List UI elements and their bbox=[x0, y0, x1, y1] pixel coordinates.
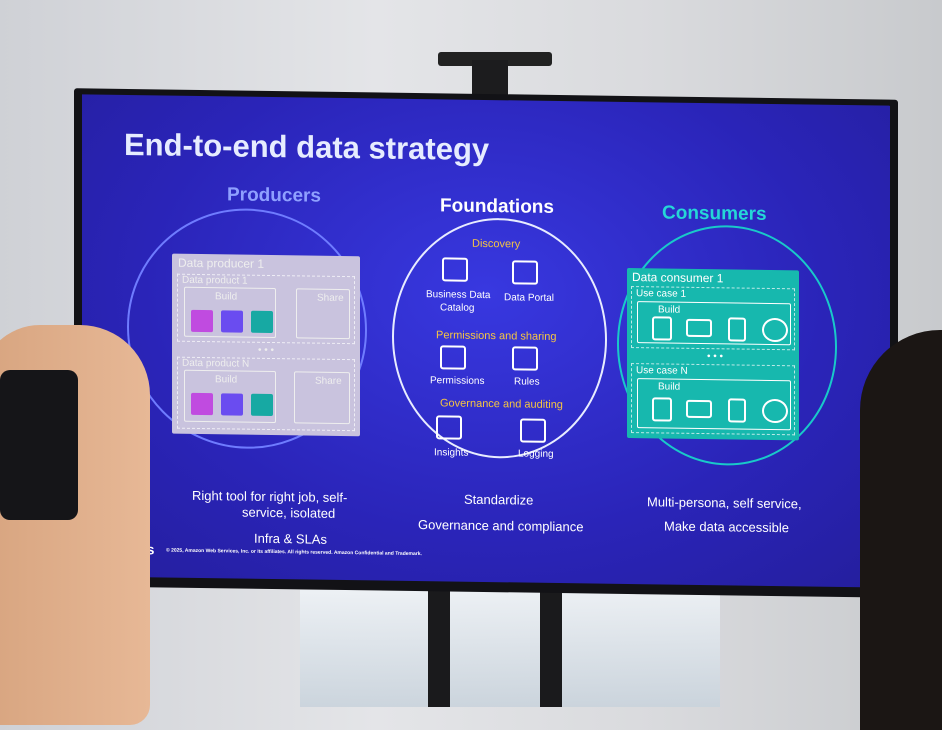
database-icon bbox=[191, 309, 213, 333]
share-label: Share bbox=[317, 292, 344, 305]
data-product-label: Data product 1 bbox=[182, 274, 248, 287]
logging-icon bbox=[520, 418, 546, 443]
notebook-icon bbox=[652, 316, 672, 341]
build-panel: Build bbox=[184, 286, 276, 339]
document-icon bbox=[728, 317, 746, 342]
ellipsis: • • • bbox=[707, 351, 724, 363]
build-label: Build bbox=[658, 304, 681, 316]
brain-icon bbox=[762, 398, 788, 424]
consumers-heading: Consumers bbox=[662, 202, 767, 225]
consumer-box-title: Data consumer 1 bbox=[632, 270, 724, 286]
producers-heading: Producers bbox=[227, 184, 321, 207]
analytics-icon bbox=[221, 310, 243, 333]
consumers-caption-2: Make data accessible bbox=[664, 518, 790, 536]
data-product-1: Data product 1 Build Share bbox=[177, 273, 355, 345]
lock-icon bbox=[440, 345, 466, 370]
data-product-n: Data product N Build Share bbox=[177, 356, 355, 432]
data-producer-box: Data producer 1 Data product 1 Build Sha… bbox=[172, 253, 360, 437]
producer-box-title: Data producer 1 bbox=[178, 255, 265, 271]
foundations-caption-1: Standardize bbox=[464, 491, 534, 508]
build-label: Build bbox=[658, 381, 681, 393]
database-icon bbox=[191, 392, 213, 416]
notebook-icon bbox=[652, 397, 672, 422]
catalog-icon bbox=[442, 257, 468, 282]
ml-brain-icon bbox=[251, 393, 273, 417]
discovery-label: Discovery bbox=[472, 237, 521, 251]
ml-brain-icon bbox=[251, 310, 273, 334]
rules-icon bbox=[512, 346, 538, 371]
permissions-label: Permissions bbox=[430, 375, 485, 387]
background-window bbox=[300, 590, 720, 707]
portal-icon bbox=[512, 260, 538, 285]
ellipsis: • • • bbox=[258, 344, 275, 357]
insights-icon bbox=[436, 415, 462, 440]
tv-stand-leg bbox=[540, 585, 562, 707]
dashboard-icon bbox=[686, 399, 712, 419]
foundations-caption-2: Governance and compliance bbox=[418, 517, 584, 535]
build-panel: Build bbox=[637, 301, 791, 346]
permissions-sharing-label: Permissions and sharing bbox=[436, 329, 557, 343]
share-panel: Share bbox=[294, 371, 350, 425]
build-panel: Build bbox=[184, 369, 276, 424]
logging-label: Logging bbox=[518, 448, 554, 460]
insights-label: Insights bbox=[434, 447, 469, 459]
foundations-heading: Foundations bbox=[440, 195, 554, 218]
dashboard-icon bbox=[686, 318, 712, 338]
slide-title: End-to-end data strategy bbox=[124, 126, 490, 168]
analytics-icon bbox=[221, 393, 243, 416]
phone bbox=[0, 370, 78, 520]
rules-label: Rules bbox=[514, 376, 540, 388]
share-panel: Share bbox=[296, 288, 350, 340]
use-case-label: Use case N bbox=[636, 365, 688, 377]
tv-stand-leg bbox=[428, 585, 450, 707]
build-label: Build bbox=[215, 291, 238, 303]
share-label: Share bbox=[315, 375, 342, 387]
build-label: Build bbox=[215, 374, 238, 386]
use-case-1: Use case 1 Build bbox=[631, 286, 795, 351]
data-consumer-box: Data consumer 1 Use case 1 Build • • • U… bbox=[627, 267, 799, 441]
presentation-slide: End-to-end data strategy Producers Found… bbox=[82, 94, 890, 588]
consumers-caption-1: Multi-persona, self service, bbox=[647, 494, 802, 512]
business-catalog-label: Business Data bbox=[426, 289, 491, 302]
copyright-text: © 2025, Amazon Web Services, Inc. or its… bbox=[166, 547, 422, 558]
document-icon bbox=[728, 398, 746, 423]
data-portal-label: Data Portal bbox=[504, 292, 555, 304]
brain-icon bbox=[762, 317, 788, 343]
build-panel: Build bbox=[637, 378, 791, 431]
data-product-label: Data product N bbox=[182, 357, 250, 370]
use-case-n: Use case N Build bbox=[631, 363, 795, 436]
producers-caption-1: Right tool for right job, self- bbox=[192, 487, 348, 506]
person-hair bbox=[860, 330, 942, 730]
producers-caption-2: service, isolated bbox=[242, 504, 336, 521]
governance-auditing-label: Governance and auditing bbox=[440, 397, 563, 412]
tv-mount bbox=[438, 52, 552, 66]
producers-caption-3: Infra & SLAs bbox=[254, 530, 327, 547]
business-catalog-label-2: Catalog bbox=[440, 302, 475, 314]
use-case-label: Use case 1 bbox=[636, 288, 687, 300]
